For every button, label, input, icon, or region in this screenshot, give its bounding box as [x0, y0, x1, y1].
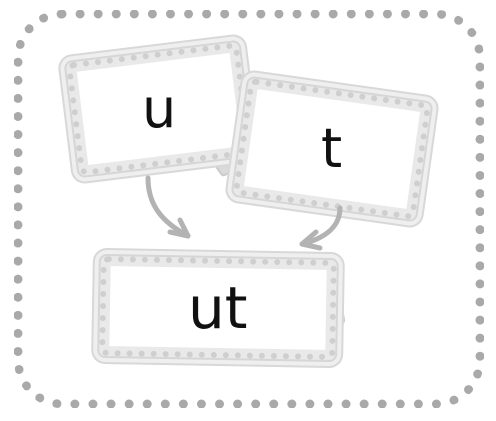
letter-card-u: u	[65, 41, 253, 177]
card-u-text: u	[141, 77, 177, 141]
card-ut-text: ut	[188, 273, 248, 342]
combined-card-ut: ut	[99, 255, 337, 361]
letter-card-t: t	[232, 77, 432, 221]
dotted-rounded-frame	[14, 10, 484, 408]
card-t-text: t	[321, 117, 343, 180]
